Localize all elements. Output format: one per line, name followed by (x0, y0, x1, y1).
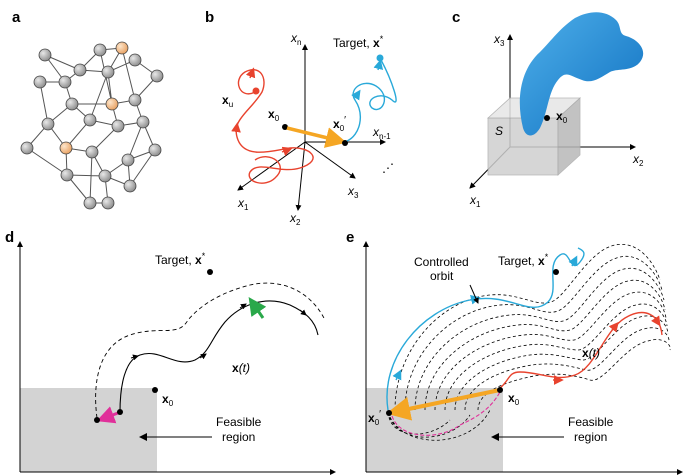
e-controlled-label-2: orbit (430, 269, 454, 283)
x0prime-label: x0′ (333, 115, 346, 133)
d-x0-point (152, 387, 158, 393)
feasible-box-3d (486, 97, 582, 176)
x0-point-c (544, 115, 550, 121)
controlled-trajectory (346, 57, 397, 142)
d-dashed-trajectory (95, 282, 326, 419)
x0-point (282, 124, 288, 130)
s-label: S (495, 124, 503, 138)
d-shifted-point (94, 417, 100, 423)
panel-a-label: a (12, 9, 21, 26)
target-label-b: Target, x* (333, 34, 384, 50)
e-x0-label: x0 (508, 391, 520, 407)
e-x0-point (497, 387, 503, 393)
uncontrolled-trajectory (235, 69, 314, 184)
panel-c-label: c (452, 9, 460, 26)
target-point-b (376, 54, 384, 62)
blue-arrow-1 (351, 89, 361, 101)
e-red-arrow-2 (608, 321, 619, 333)
e-target-label: Target, x* (498, 252, 549, 268)
network-nodes (20, 41, 164, 210)
feasible-region-d (20, 388, 157, 472)
axis-x3-label: x3 (347, 184, 359, 200)
perturbation-arrow (286, 126, 347, 148)
c-axis-x1: x1 (469, 193, 481, 209)
e-controlled-label-1: Controlled (414, 255, 469, 269)
d-xt-label: x(t) (232, 361, 250, 375)
panel-d: d x0 Target, x* x(t) Feasible region (5, 229, 336, 475)
blue-arrow-2 (373, 59, 384, 71)
panel-b-label: b (205, 9, 214, 26)
c-axis-x3: x3 (493, 32, 505, 48)
red-arrow-1 (245, 67, 256, 79)
red-arrow-2 (231, 122, 241, 133)
d-arrow-1 (130, 354, 139, 361)
panel-a: a (12, 9, 164, 210)
d-arrow-2 (199, 353, 207, 360)
axis-ellipsis: ⋰ (382, 161, 394, 175)
e-red-trajectory (499, 312, 663, 389)
d-target-label: Target, x* (155, 251, 206, 267)
e-controlled-pointer (469, 284, 479, 304)
e-xt-label: x(t) (582, 346, 600, 360)
e-feasible-label-1: Feasible (568, 415, 614, 429)
d-arrow-3 (239, 303, 247, 310)
d-start-point (117, 409, 123, 415)
e-target-point (553, 269, 559, 275)
panel-b: b xn xn-1 x1 x2 x3 ⋰ xu x0 x0′ T (205, 9, 397, 227)
panel-b-axes (237, 44, 386, 211)
x0-label-c: x0 (556, 109, 568, 125)
d-feasible-label-2: region (222, 430, 255, 444)
axis-x2-label: x2 (289, 211, 301, 227)
d-arrow-4 (299, 309, 307, 316)
e-x0prime-point (386, 410, 392, 416)
axis-x1-label: x1 (237, 196, 249, 212)
panel-e: e Target, x* (346, 229, 683, 475)
d-target-point (207, 269, 213, 275)
c-axis-x2: x2 (632, 152, 644, 168)
panel-d-label: d (5, 229, 14, 246)
e-x0prime-label: x0′ (368, 409, 381, 427)
axis-xn-label: xn (290, 31, 301, 47)
target-set-blob (519, 12, 644, 136)
d-green-arrow (248, 297, 267, 319)
axis-xn1-label: xn-1 (372, 125, 391, 141)
e-red-arrow-3 (651, 315, 661, 327)
e-magenta-path (391, 391, 501, 436)
red-arrow-3 (281, 146, 293, 157)
x0-label: x0 (268, 107, 280, 123)
x0prime-point (342, 140, 348, 146)
panel-c: c x0 S x3 x2 x1 (452, 9, 644, 209)
d-x0-label: x0 (162, 392, 174, 408)
e-blue-arrow-1 (392, 369, 402, 381)
e-dashed-orbits (394, 243, 671, 411)
network-edges (26, 47, 158, 204)
d-feasible-label-1: Feasible (216, 415, 262, 429)
xu-point (252, 87, 260, 95)
d-magenta-arrow (96, 406, 119, 424)
e-blue-arrow-3 (568, 255, 578, 267)
e-feasible-label-2: region (574, 430, 607, 444)
e-controlled-orbit (386, 247, 585, 411)
panel-e-label: e (346, 229, 354, 246)
e-perturbation-arrow (386, 388, 501, 421)
xu-label: xu (222, 93, 233, 109)
